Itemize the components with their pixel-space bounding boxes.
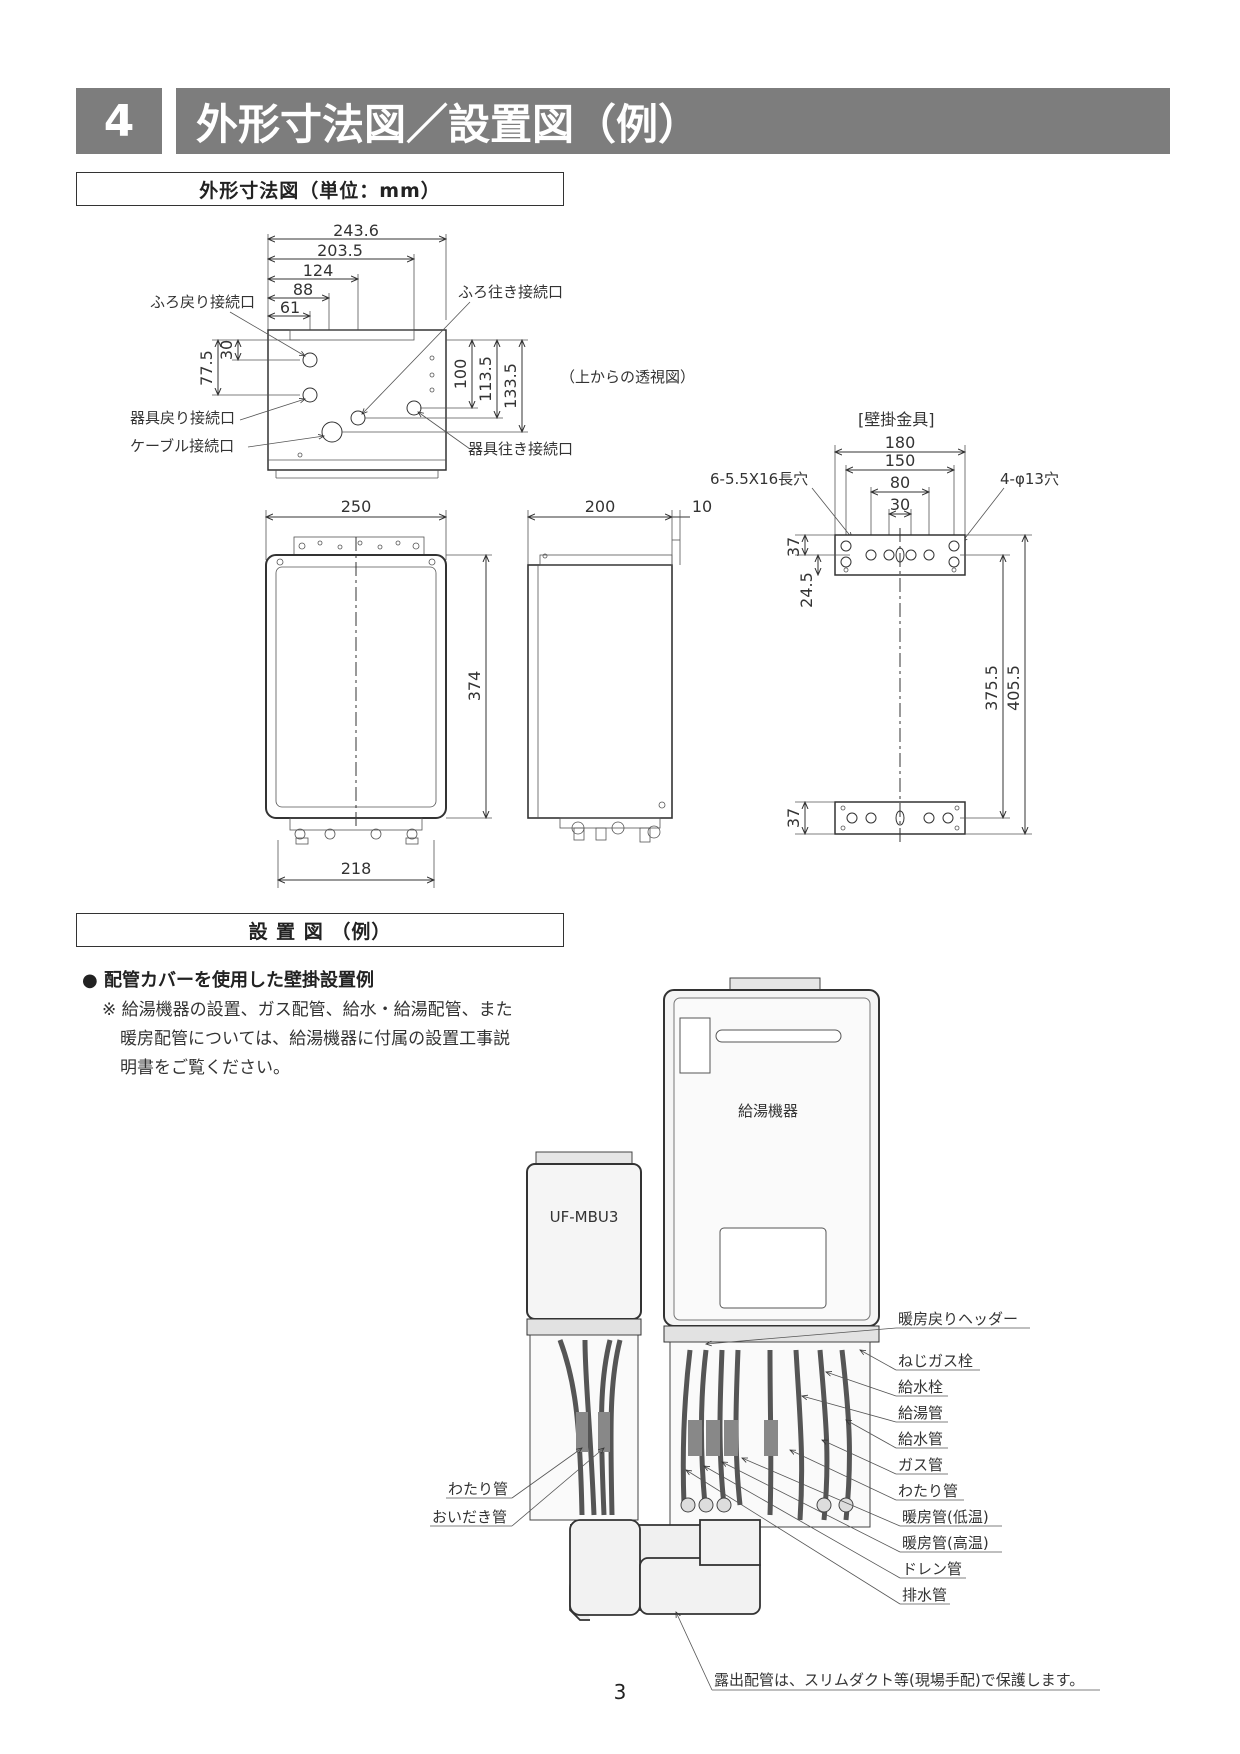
label-right-2: 給水栓: [898, 1378, 943, 1396]
label-watari-left: わたり管: [448, 1480, 508, 1498]
label-furo-out: ふろ往き接続口: [458, 283, 563, 301]
dim-24-5: 24.5: [797, 572, 816, 608]
note-line: 暖房配管については、給湯機器に付属の設置工事説: [120, 1029, 511, 1049]
label-right-7: 暖房管(低温): [902, 1508, 989, 1526]
dim-243-6: 243.6: [333, 221, 379, 240]
cover-label: UF-MBU3: [550, 1208, 619, 1226]
bracket-title: [壁掛金具]: [858, 410, 935, 429]
dim-150: 150: [885, 451, 916, 470]
label-right-10: 排水管: [902, 1586, 947, 1604]
dim-250: 250: [341, 497, 372, 516]
page-title: 外形寸法図／設置図（例）: [176, 88, 1170, 154]
hole-label: 4-φ13穴: [1000, 470, 1059, 488]
dim-77-5: 77.5: [197, 350, 216, 386]
section-number: 4: [76, 88, 162, 154]
label-appliance-return: 器具戻り接続口: [130, 409, 235, 427]
dim-200: 200: [585, 497, 616, 516]
dim-218: 218: [341, 859, 372, 878]
dim-374: 374: [465, 671, 484, 702]
dim-61: 61: [280, 298, 300, 317]
dim-80: 80: [890, 473, 910, 492]
dim-37-bottom: 37: [784, 808, 803, 828]
note-line: ※ 給湯機器の設置、ガス配管、給水・給湯配管、また: [102, 1000, 513, 1020]
dim-133-5: 133.5: [501, 363, 520, 409]
dim-30-top: 30: [217, 340, 236, 360]
label-right-5: ガス管: [898, 1456, 943, 1474]
page-number: 3: [613, 1680, 627, 1704]
heater-label: 給湯機器: [738, 1102, 798, 1120]
label-right-0: 暖房戻りヘッダー: [898, 1310, 1018, 1328]
view-note: （上からの透視図）: [560, 368, 695, 386]
dim-180: 180: [885, 433, 916, 452]
label-right-3: 給湯管: [898, 1404, 943, 1422]
side-view: 200 10: [528, 497, 712, 843]
dim-30-bracket: 30: [890, 495, 910, 514]
label-appliance-out: 器具往き接続口: [468, 440, 573, 458]
dim-113-5: 113.5: [476, 356, 495, 402]
front-view: 250 374 218: [265, 497, 492, 888]
install-heading: 設 置 図 （例）: [76, 913, 564, 947]
dim-124: 124: [303, 261, 334, 280]
duct-note: 露出配管は、スリムダクト等(現場手配)で保護します。: [714, 1671, 1084, 1689]
dim-405-5: 405.5: [1004, 665, 1023, 711]
install-bullet: ● 配管カバーを使用した壁掛設置例: [82, 970, 374, 991]
label-right-6: わたり管: [898, 1482, 958, 1500]
label-right-4: 給水管: [898, 1430, 943, 1448]
dim-100: 100: [451, 359, 470, 390]
dim-37-top: 37: [784, 537, 803, 557]
label-right-1: ねじガス栓: [898, 1352, 973, 1370]
label-right-9: ドレン管: [902, 1560, 962, 1578]
top-view: 243.6 203.5 124 88 61 30 77.5 1: [130, 221, 695, 479]
dim-375-5: 375.5: [982, 665, 1001, 711]
label-right-8: 暖房管(高温): [902, 1534, 989, 1552]
label-oidaki: おいだき管: [432, 1508, 507, 1526]
wall-bracket: [壁掛金具] 180 150 80 30 6-5.5X16長穴 4-φ13穴: [710, 410, 1059, 842]
install-note: ※ 給湯機器の設置、ガス配管、給水・給湯配管、また 暖房配管については、給湯機器…: [102, 996, 572, 1083]
installation-illustration: 給湯機器 UF-MBU3: [430, 977, 1100, 1691]
slot-label: 6-5.5X16長穴: [710, 470, 808, 488]
dim-203-5: 203.5: [317, 241, 363, 260]
dim-88: 88: [293, 280, 313, 299]
note-line: 明書をご覧ください。: [120, 1058, 290, 1078]
dim-10: 10: [692, 497, 712, 516]
label-cable: ケーブル接続口: [130, 437, 234, 455]
dimension-heading: 外形寸法図（単位：mm）: [76, 172, 564, 206]
label-furo-return: ふろ戻り接続口: [150, 293, 255, 311]
